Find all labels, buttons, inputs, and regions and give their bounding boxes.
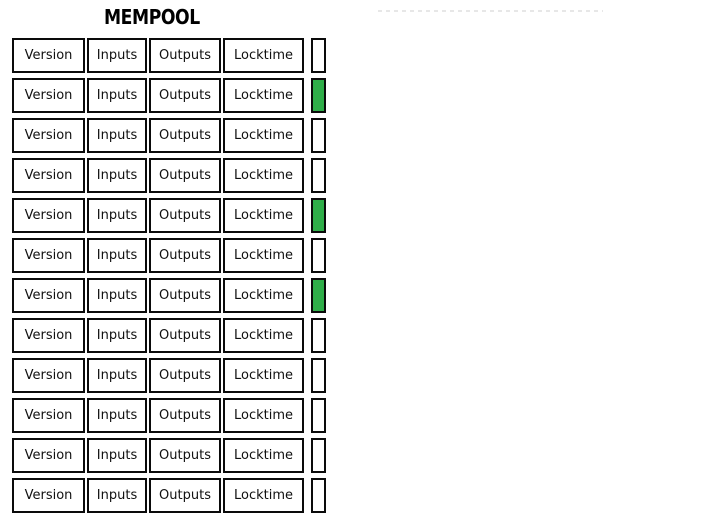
tx-inputs-box: Inputs [87,318,147,353]
tx-version-box: Version [12,158,85,193]
mempool-transaction-row: Version Inputs Outputs Locktime [12,478,326,513]
tx-status-marker-white [311,118,326,153]
tx-inputs-box: Inputs [87,358,147,393]
tx-inputs-box: Inputs [87,398,147,433]
tx-outputs-box: Outputs [149,438,221,473]
tx-outputs-box: Outputs [149,238,221,273]
mempool-transaction-list: Version Inputs Outputs Locktime Version … [12,38,326,513]
tx-status-marker-green [311,78,326,113]
mempool-transaction-row: Version Inputs Outputs Locktime [12,278,326,313]
tx-status-marker-white [311,478,326,513]
tx-version-box: Version [12,38,85,73]
tx-outputs-box: Outputs [149,278,221,313]
tx-status-marker-white [311,38,326,73]
tx-status-marker-white [311,398,326,433]
tx-locktime-box: Locktime [223,198,304,233]
tx-version-box: Version [12,358,85,393]
tx-locktime-box: Locktime [223,118,304,153]
tx-version-box: Version [12,478,85,513]
tx-status-marker-green [311,198,326,233]
tx-locktime-box: Locktime [223,78,304,113]
tx-inputs-box: Inputs [87,278,147,313]
mempool-title: MEMPOOL [104,5,200,29]
tx-inputs-box: Inputs [87,118,147,153]
tx-inputs-box: Inputs [87,38,147,73]
tx-outputs-box: Outputs [149,78,221,113]
tx-outputs-box: Outputs [149,478,221,513]
tx-version-box: Version [12,278,85,313]
tx-version-box: Version [12,438,85,473]
mempool-transaction-row: Version Inputs Outputs Locktime [12,118,326,153]
tx-status-marker-white [311,238,326,273]
tx-status-marker-white [311,158,326,193]
tx-locktime-box: Locktime [223,278,304,313]
tx-status-marker-white [311,358,326,393]
tx-outputs-box: Outputs [149,118,221,153]
tx-version-box: Version [12,398,85,433]
mempool-transaction-row: Version Inputs Outputs Locktime [12,358,326,393]
mempool-transaction-row: Version Inputs Outputs Locktime [12,318,326,353]
tx-locktime-box: Locktime [223,398,304,433]
tx-locktime-box: Locktime [223,38,304,73]
tx-outputs-box: Outputs [149,38,221,73]
tx-inputs-box: Inputs [87,238,147,273]
tx-inputs-box: Inputs [87,438,147,473]
tx-inputs-box: Inputs [87,478,147,513]
tx-outputs-box: Outputs [149,318,221,353]
tx-inputs-box: Inputs [87,198,147,233]
tx-locktime-box: Locktime [223,358,304,393]
tx-outputs-box: Outputs [149,358,221,393]
tx-locktime-box: Locktime [223,158,304,193]
mempool-transaction-row: Version Inputs Outputs Locktime [12,158,326,193]
tx-inputs-box: Inputs [87,78,147,113]
tx-outputs-box: Outputs [149,158,221,193]
mempool-transaction-row: Version Inputs Outputs Locktime [12,78,326,113]
tx-status-marker-green [311,278,326,313]
tx-status-marker-white [311,438,326,473]
mempool-transaction-row: Version Inputs Outputs Locktime [12,238,326,273]
tx-locktime-box: Locktime [223,238,304,273]
mempool-transaction-row: Version Inputs Outputs Locktime [12,438,326,473]
tx-locktime-box: Locktime [223,478,304,513]
mempool-transaction-row: Version Inputs Outputs Locktime [12,398,326,433]
tx-locktime-box: Locktime [223,318,304,353]
mempool-transaction-row: Version Inputs Outputs Locktime [12,198,326,233]
tx-inputs-box: Inputs [87,158,147,193]
mempool-transaction-row: Version Inputs Outputs Locktime [12,38,326,73]
tx-version-box: Version [12,78,85,113]
tx-status-marker-white [311,318,326,353]
tx-outputs-box: Outputs [149,198,221,233]
tx-outputs-box: Outputs [149,398,221,433]
tx-version-box: Version [12,318,85,353]
tx-version-box: Version [12,238,85,273]
dashed-divider-line [378,10,603,12]
tx-locktime-box: Locktime [223,438,304,473]
tx-version-box: Version [12,198,85,233]
tx-version-box: Version [12,118,85,153]
